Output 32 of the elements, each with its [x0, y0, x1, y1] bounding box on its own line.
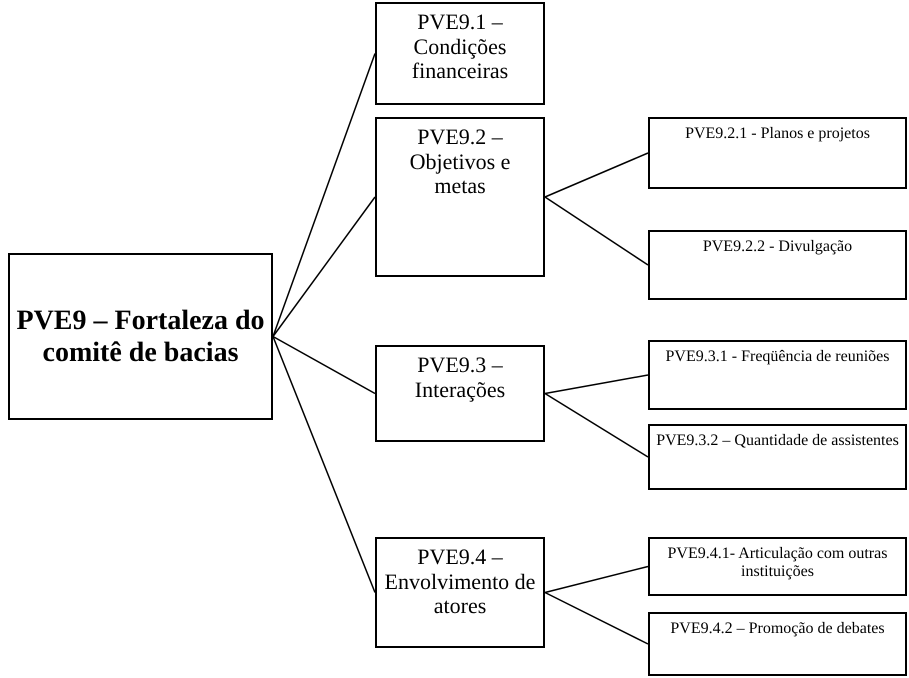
connector-line	[272, 53, 376, 337]
box-label: PVE9.1 – Condições financeiras	[410, 10, 510, 84]
box-label: PVE9.3.2 – Quantidade de assistentes	[656, 432, 899, 450]
connector-line	[544, 392, 648, 458]
box-label: PVE9 – Fortaleza do comitê de bacias	[16, 305, 265, 368]
box-label: PVE9.2.2 - Divulgação	[702, 238, 852, 256]
tree-box	[648, 340, 907, 410]
box-label: PVE9.3.1 - Freqüência de reuniões	[666, 348, 890, 366]
box-label: PVE9.2 – Objetivos e metas	[408, 125, 512, 199]
box-label: PVE9.4 – Envolvimento de atores	[384, 545, 536, 619]
connector-line	[544, 196, 648, 266]
connector-line	[272, 336, 376, 394]
connector-line	[544, 152, 648, 198]
tree-box	[648, 537, 907, 596]
tree-box	[648, 424, 907, 490]
tree-box	[375, 537, 545, 648]
tree-box	[8, 253, 273, 420]
connector-line	[272, 196, 376, 337]
tree-box	[648, 612, 907, 676]
box-label: PVE9.2.1 - Planos e projetos	[685, 125, 870, 143]
box-label: PVE9.3 – Interações	[414, 353, 506, 402]
tree-box	[648, 230, 907, 300]
connector-line	[272, 336, 376, 593]
connector-line	[544, 566, 648, 594]
box-label: PVE9.4.2 – Promoção de debates	[670, 620, 885, 638]
tree-box	[375, 2, 545, 105]
connector-line	[544, 592, 648, 645]
connector-line	[544, 374, 648, 394]
tree-box	[375, 345, 545, 442]
tree-box	[648, 117, 907, 189]
box-label: PVE9.4.1- Articulação com outras instituições	[666, 545, 888, 581]
tree-box	[375, 117, 545, 277]
